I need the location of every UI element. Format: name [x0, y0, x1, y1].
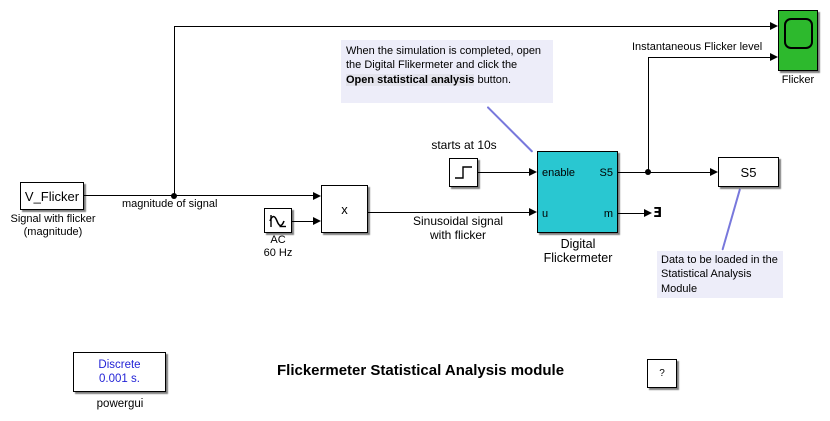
powergui-line1: Discrete [98, 358, 141, 371]
scope-caption: Flicker [781, 74, 815, 86]
callout-line-note2 [721, 188, 741, 251]
wire-step-to-enable [478, 172, 529, 173]
arrowhead-m-terminator [644, 209, 652, 217]
note1-bold-text: Open statistical analysis [346, 73, 475, 86]
sinusoidal-wire-label: Sinusoidal signal with flicker [393, 214, 523, 243]
sinusoidal-line1: Sinusoidal signal [412, 214, 504, 228]
note-data-loaded: Data to be loaded in the Statistical Ana… [657, 251, 783, 298]
terminator-icon: Ǝ [653, 206, 662, 221]
product-block[interactable]: x [321, 185, 368, 233]
arrowhead-s5-block [710, 168, 718, 176]
scope-block[interactable] [778, 10, 818, 71]
step-icon [455, 166, 472, 179]
note1-text: When the simulation is completed, open t… [346, 45, 542, 72]
powergui-block[interactable]: Discrete 0.001 s. [73, 352, 166, 392]
wire-m-out [618, 213, 644, 214]
note2-line1: Data to be loaded in the [661, 254, 778, 266]
sine-wave-icon [269, 214, 286, 227]
powergui-line2: 0.001 s. [99, 373, 140, 385]
fm-caption-line1: Digital [560, 237, 596, 251]
arrowhead-fm-enable [529, 168, 537, 176]
fm-port-s5: S5 [599, 167, 613, 179]
fm-port-u: u [542, 208, 549, 220]
note1-text-end: button. [474, 73, 512, 86]
help-label: ? [659, 368, 665, 379]
wire-s5-out [618, 172, 710, 173]
arrowhead-product-in1 [313, 192, 321, 200]
wire-product-to-u [368, 212, 529, 213]
scope-screen-icon [784, 18, 813, 49]
vflicker-caption-line1: Signal with flicker [10, 213, 96, 225]
note2-line2: Statistical Analysis Module [661, 268, 752, 295]
junction-dot-magnitude [171, 193, 177, 199]
step-caption: starts at 10s [431, 138, 497, 152]
wire-ac-to-product [292, 221, 313, 222]
ac-caption-line2: 60 Hz [263, 246, 293, 259]
flickermeter-block[interactable]: enable S5 u m [537, 151, 618, 233]
vflicker-label: V_Flicker [24, 188, 80, 204]
s5-store-block[interactable]: S5 [718, 157, 779, 187]
vflicker-caption-line2: (magnitude) [23, 225, 83, 238]
model-title: Flickermeter Statistical Analysis module [277, 362, 565, 379]
vflicker-caption: Signal with flicker (magnitude) [0, 213, 106, 238]
wire-branch-up [174, 26, 175, 196]
ac-source-block[interactable] [264, 208, 292, 233]
ac-source-caption: AC 60 Hz [250, 234, 306, 259]
vflicker-block[interactable]: V_Flicker [20, 182, 84, 210]
arrowhead-fm-u [529, 208, 537, 216]
wire-top-to-scope [174, 26, 770, 27]
ac-caption-line1: AC [270, 234, 286, 246]
fm-port-enable: enable [542, 167, 576, 179]
junction-dot-s5 [645, 169, 651, 175]
wire-inst-vertical [648, 57, 649, 172]
help-block[interactable]: ? [647, 359, 677, 388]
flickermeter-caption: Digital Flickermeter [522, 237, 634, 266]
instantaneous-wire-label: Instantaneous Flicker level [632, 41, 763, 53]
product-label: x [341, 201, 348, 217]
sinusoidal-line2: with flicker [429, 227, 486, 242]
fm-caption-line2: Flickermeter [543, 251, 613, 266]
arrowhead-product-in2 [313, 217, 321, 225]
s5-store-label: S5 [740, 164, 757, 180]
magnitude-wire-label: magnitude of signal [122, 198, 218, 210]
step-block[interactable] [449, 158, 478, 187]
powergui-caption: powergui [96, 398, 144, 410]
arrowhead-scope-in1 [770, 22, 778, 30]
arrowhead-scope-in2 [770, 53, 778, 61]
note-open-statistical-analysis: When the simulation is completed, open t… [341, 40, 553, 103]
fm-port-m: m [603, 208, 613, 220]
wire-vflicker-to-product [84, 195, 313, 196]
wire-inst-to-scope [648, 57, 770, 58]
